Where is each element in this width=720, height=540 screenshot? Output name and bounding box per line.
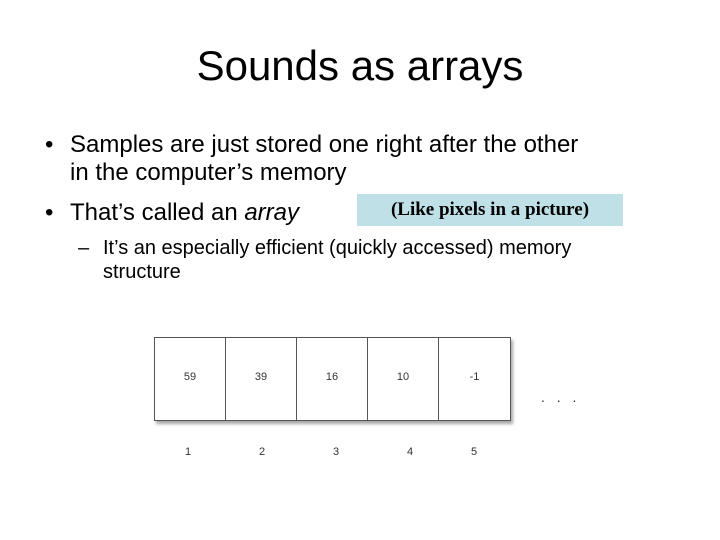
bullet-dot: • [45, 131, 54, 158]
callout-box: (Like pixels in a picture) [357, 194, 623, 226]
sub-bullet-line2: structure [103, 261, 181, 283]
bullet-text-line2: in the computer’s memory [70, 159, 347, 186]
array-ellipsis: . . . [541, 389, 581, 405]
bullet-prefix: That’s called an [70, 199, 245, 226]
bullet-text-line1: Samples are just stored one right after … [70, 131, 579, 158]
array-index: 4 [406, 446, 414, 458]
array-cell: 10 [368, 338, 439, 420]
array-index: 2 [258, 446, 266, 458]
slide-title: Sounds as arrays [196, 42, 524, 89]
array-diagram: 59 39 16 10 -1 [154, 337, 511, 421]
bullet-dot: • [45, 199, 54, 226]
bullet-text: That’s called an array [70, 199, 299, 227]
array-cell: 59 [155, 338, 226, 420]
array-cell: 39 [226, 338, 297, 420]
array-cell: 16 [297, 338, 368, 420]
sub-bullet-dash: – [78, 237, 90, 259]
array-index: 3 [332, 446, 340, 458]
sub-bullet-line1: It’s an especially efficient (quickly ac… [103, 237, 572, 259]
array-index: 1 [184, 446, 192, 458]
array-index: 5 [470, 446, 478, 458]
array-cell: -1 [469, 371, 480, 383]
array-term: array [244, 199, 300, 226]
